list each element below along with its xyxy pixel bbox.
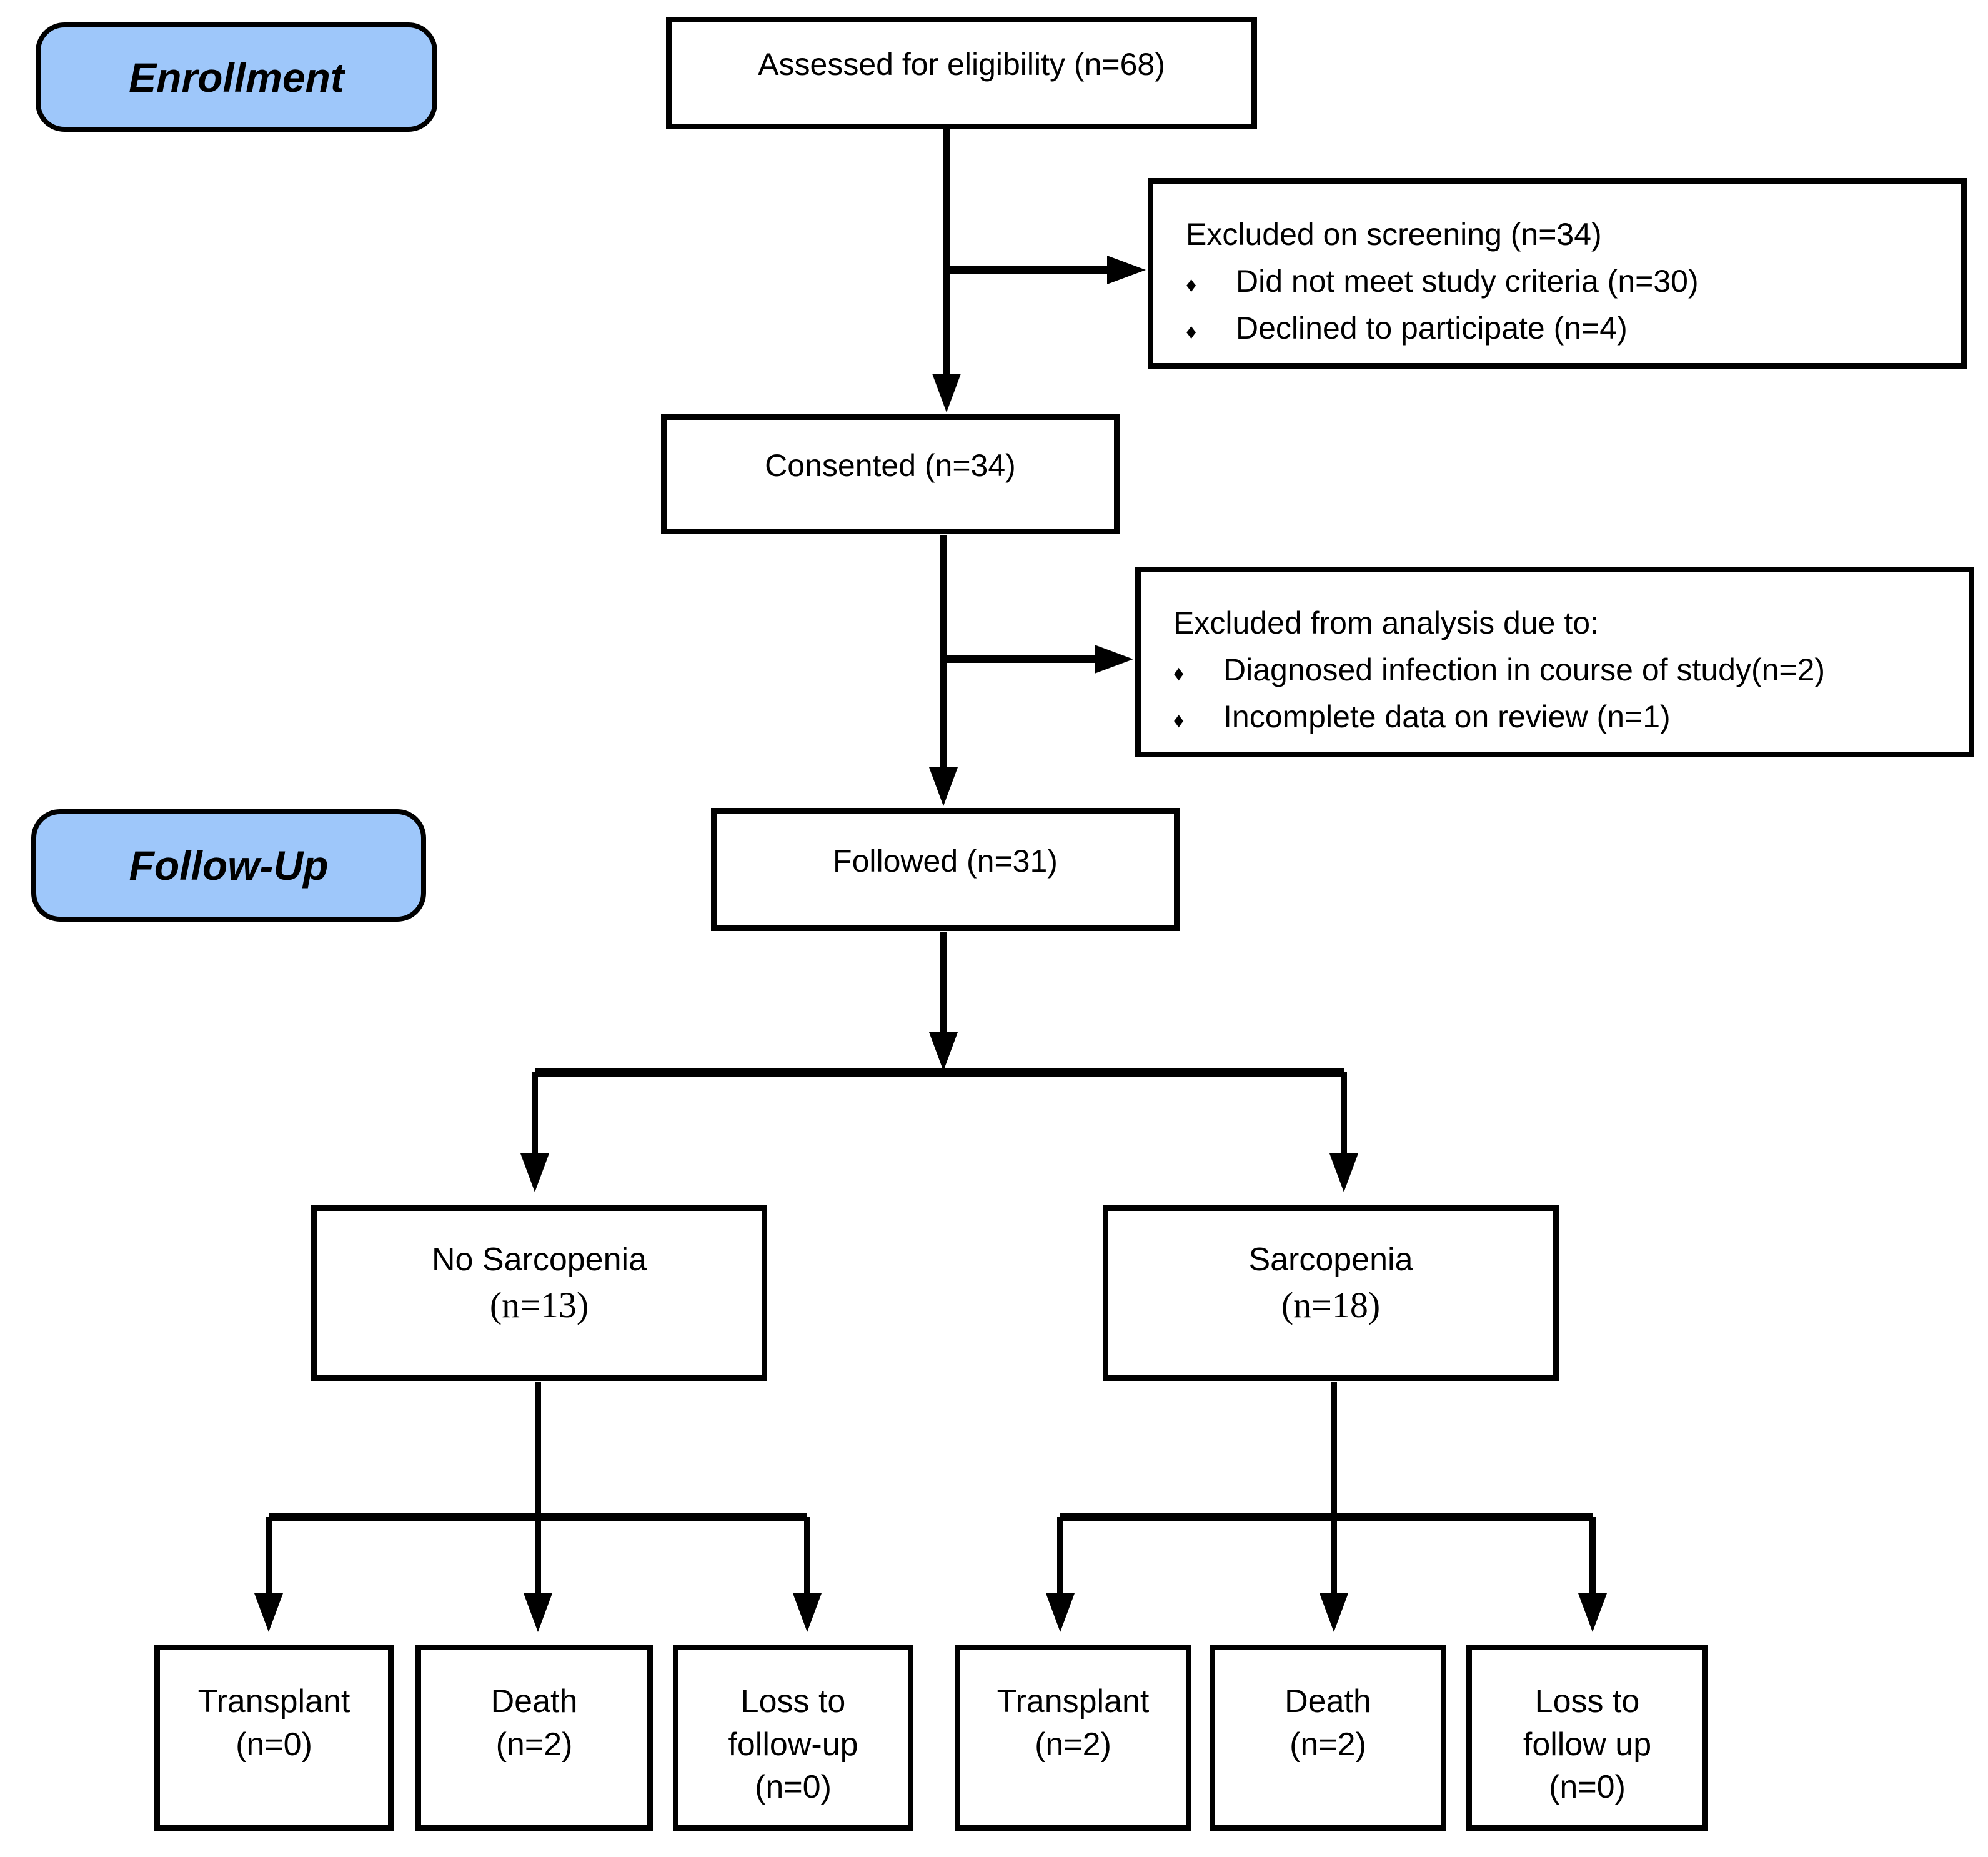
excluded-analysis-title: Excluded from analysis due to: — [1173, 605, 1599, 640]
excluded-screening-title: Excluded on screening (n=34) — [1186, 217, 1602, 252]
outcome-label-2: follow up — [1523, 1726, 1652, 1763]
split-bar-left-outcomes — [254, 1382, 822, 1632]
outcome-count: (n=0) — [1549, 1769, 1626, 1806]
diamond-bullet-icon: ♦ — [1173, 662, 1185, 685]
box-followed: Followed (n=31) — [711, 808, 1180, 931]
outcome-count: (n=2) — [1035, 1726, 1111, 1763]
stage-label-enrollment-text: Enrollment — [129, 54, 344, 101]
outcome-label: Transplant — [996, 1683, 1150, 1720]
box-assessed-text: Assessed for eligibility (n=68) — [758, 47, 1165, 82]
box-excluded-screening: Excluded on screening (n=34) ♦ Did not m… — [1148, 178, 1967, 369]
box-outcome-left-loss-to-followup: Loss to follow-up (n=0) — [673, 1645, 913, 1831]
diamond-bullet-icon: ♦ — [1186, 320, 1197, 344]
box-consented: Consented (n=34) — [661, 414, 1120, 534]
arrow-to-excluded-screening — [947, 256, 1146, 284]
sarcopenia-label: Sarcopenia — [1248, 1242, 1413, 1278]
box-sarcopenia: Sarcopenia (n=18) — [1103, 1205, 1559, 1381]
arrow-followed-to-split — [929, 932, 958, 1071]
outcome-label: Loss to — [1534, 1683, 1640, 1720]
no-sarcopenia-count: (n=13) — [489, 1284, 589, 1325]
box-no-sarcopenia: No Sarcopenia (n=13) — [311, 1205, 767, 1381]
excluded-screening-bullet-1: ♦ Did not meet study criteria (n=30) — [1186, 258, 1699, 305]
stage-label-enrollment: Enrollment — [36, 22, 437, 132]
outcome-label-2: follow-up — [728, 1726, 858, 1763]
excluded-analysis-bullet-2: ♦ Incomplete data on review (n=1) — [1173, 694, 1671, 740]
excluded-screening-bullet-1-text: Did not meet study criteria (n=30) — [1236, 264, 1699, 299]
outcome-count: (n=2) — [495, 1726, 573, 1763]
sarcopenia-count: (n=18) — [1281, 1284, 1381, 1325]
outcome-count: (n=0) — [755, 1769, 832, 1806]
box-assessed: Assessed for eligibility (n=68) — [666, 17, 1257, 129]
excluded-analysis-bullet-2-text: Incomplete data on review (n=1) — [1223, 699, 1671, 734]
excluded-analysis-bullet-1-text: Diagnosed infection in course of study(n… — [1223, 652, 1826, 687]
box-outcome-right-death: Death (n=2) — [1210, 1645, 1446, 1831]
box-consented-text: Consented (n=34) — [765, 448, 1016, 483]
excluded-analysis-bullet-1: ♦ Diagnosed infection in course of study… — [1173, 647, 1825, 694]
excluded-screening-bullet-2: ♦ Declined to participate (n=4) — [1186, 305, 1628, 352]
diamond-bullet-icon: ♦ — [1186, 273, 1197, 297]
box-outcome-right-loss-to-followup: Loss to follow up (n=0) — [1466, 1645, 1708, 1831]
outcome-label: Transplant — [197, 1683, 350, 1720]
excluded-screening-bullet-2-text: Declined to participate (n=4) — [1236, 311, 1628, 346]
outcome-label: Death — [490, 1683, 578, 1720]
box-outcome-left-death: Death (n=2) — [415, 1645, 653, 1831]
outcome-count: (n=0) — [236, 1726, 312, 1763]
arrow-assessed-to-consented — [932, 129, 961, 412]
outcome-label: Loss to — [740, 1683, 846, 1720]
split-bar-groups — [520, 1068, 1358, 1192]
box-outcome-left-transplant: Transplant (n=0) — [154, 1645, 394, 1831]
box-followed-text: Followed (n=31) — [833, 843, 1058, 879]
split-bar-right-outcomes — [1046, 1382, 1607, 1632]
outcome-count: (n=2) — [1290, 1726, 1366, 1763]
box-outcome-right-transplant: Transplant (n=2) — [955, 1645, 1191, 1831]
no-sarcopenia-label: No Sarcopenia — [432, 1242, 647, 1278]
stage-label-followup: Follow-Up — [31, 809, 426, 922]
diamond-bullet-icon: ♦ — [1173, 709, 1185, 732]
arrow-to-excluded-analysis — [943, 645, 1133, 674]
outcome-label: Death — [1285, 1683, 1371, 1720]
box-excluded-analysis: Excluded from analysis due to: ♦ Diagnos… — [1135, 567, 1974, 757]
stage-label-followup-text: Follow-Up — [129, 842, 329, 889]
arrow-consented-to-followed — [929, 535, 958, 806]
